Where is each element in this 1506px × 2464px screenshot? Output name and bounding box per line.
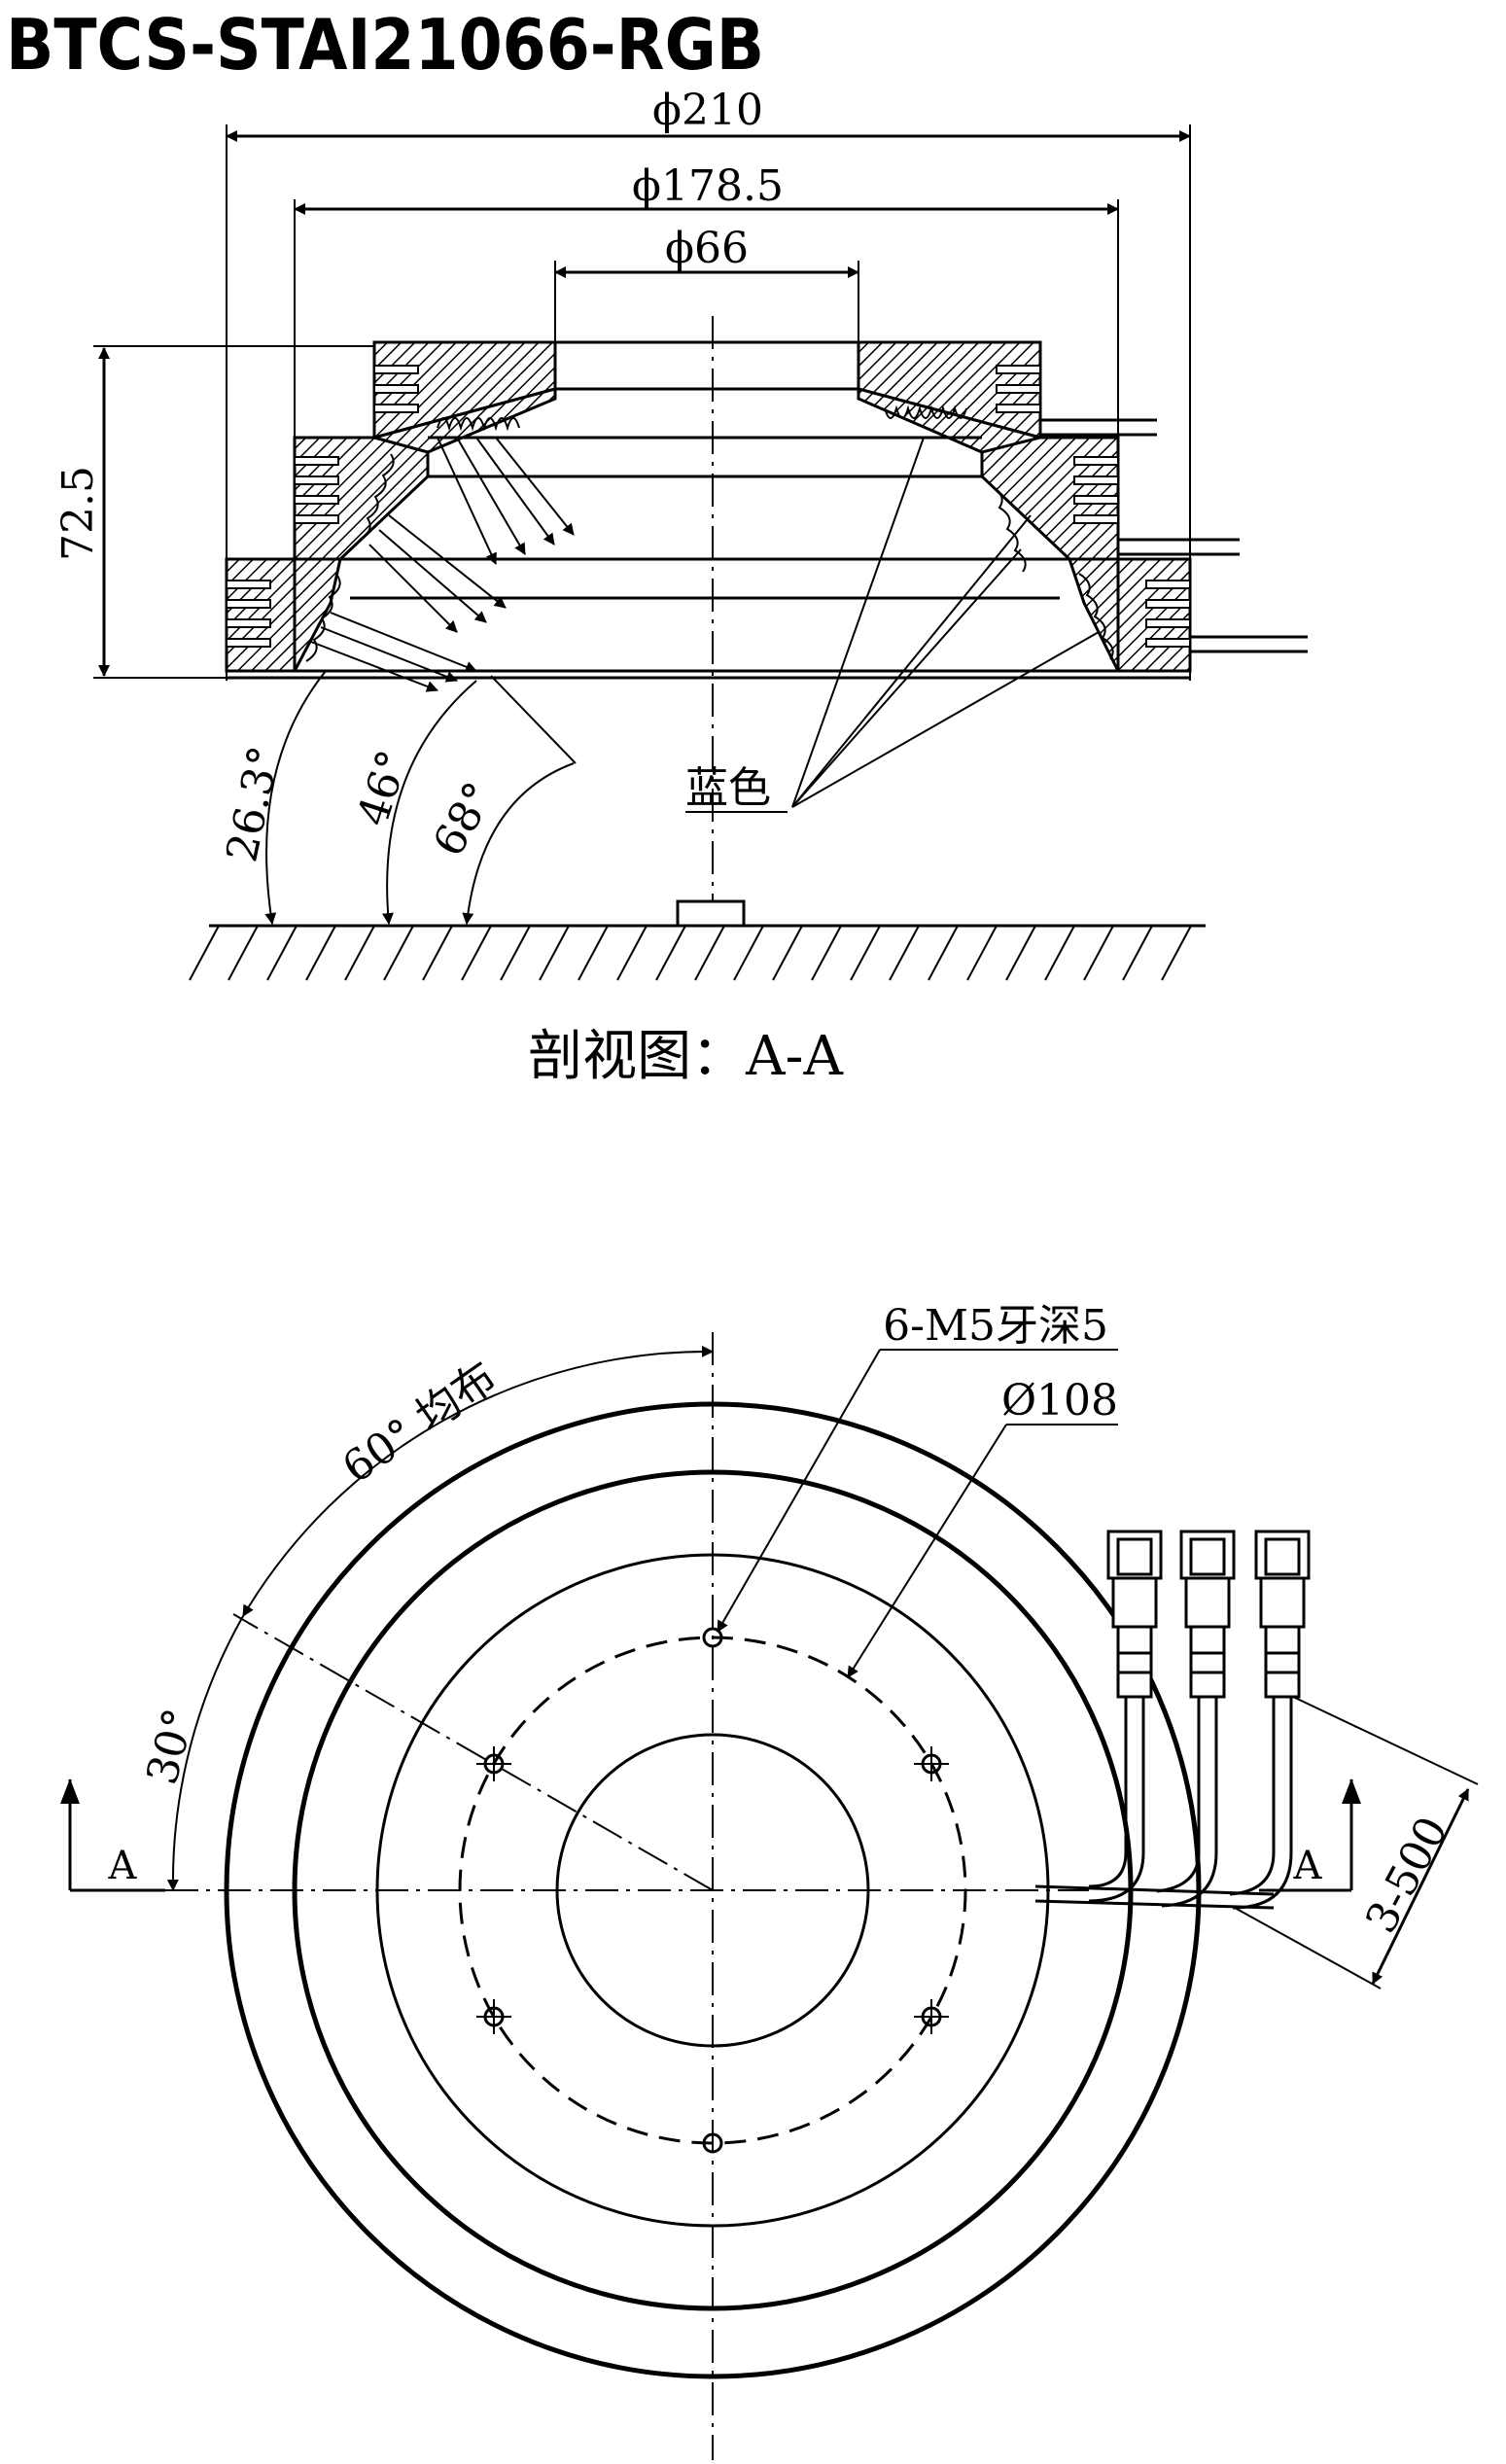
dim-inner-diameter: ϕ66	[554, 224, 859, 346]
section-caption: 剖视图：A-A	[528, 1025, 843, 1088]
connector-3	[1254, 1530, 1311, 1699]
dim-height: 72.5	[53, 345, 389, 679]
lens-plates	[227, 340, 1190, 680]
section-marker-right: A	[1259, 1778, 1361, 1892]
mid-diameter-label: ϕ178.5	[632, 161, 784, 211]
section-mark-left-label: A	[108, 1844, 138, 1888]
angle-guide-line	[232, 1613, 714, 1891]
cable-length-label: 3-500	[1356, 1809, 1458, 1941]
hole-lower-left	[476, 1999, 511, 2034]
hole-bottom	[702, 2132, 723, 2154]
angle-label-3: 68°	[424, 774, 505, 864]
center-aperture	[555, 1733, 870, 2048]
housing-section	[225, 340, 1192, 673]
angle-dimensions: 26.3° 46° 68°	[217, 670, 577, 925]
plan-leaders	[717, 1349, 1118, 1678]
drawing-title: BTCS-STAI21066-RGB	[6, 4, 765, 86]
height-label: 72.5	[53, 466, 103, 561]
bolt-circle	[458, 1636, 967, 2145]
section-mark-right-label: A	[1293, 1844, 1323, 1888]
thread-label: 6-M5牙深5	[883, 1301, 1108, 1351]
offset-angle-label: 30°	[137, 1704, 204, 1790]
connector-1	[1106, 1530, 1163, 1699]
section-view: ϕ210 ϕ178.5 ϕ66 72.5	[53, 86, 1308, 1088]
ground-surface	[189, 899, 1206, 981]
spacing-arc	[242, 1345, 714, 1617]
led-coils	[305, 405, 1114, 662]
blue-color-label: 蓝色	[685, 763, 771, 813]
section-cables	[1040, 418, 1308, 653]
hole-lower-right	[914, 1999, 949, 2034]
heat-sink-fins	[226, 365, 1191, 648]
blue-leaders	[791, 437, 1100, 808]
plan-view: 60° 均布 30° 6-M5牙深5 Ø108 A A	[60, 1301, 1479, 2460]
section-marker-left: A	[60, 1778, 165, 1892]
cable-bundle	[1034, 1530, 1311, 1910]
bolt-circle-label: Ø108	[1001, 1376, 1118, 1426]
hole-upper-right	[914, 1746, 949, 1781]
connector-2	[1179, 1530, 1236, 1699]
hole-top	[702, 1627, 723, 1648]
offset-arc	[166, 1615, 244, 1891]
light-rays	[310, 437, 575, 692]
cable-length-dimension: 3-500	[1234, 1696, 1479, 1989]
dim-outer-diameter: ϕ210	[226, 86, 1191, 681]
inner-diameter-label: ϕ66	[665, 224, 749, 273]
outer-diameter-label: ϕ210	[652, 86, 763, 135]
spacing-label: 60° 均布	[333, 1353, 506, 1494]
angle-label-2: 46°	[348, 745, 419, 832]
angle-label-1: 26.3°	[217, 742, 290, 866]
dim-mid-diameter: ϕ178.5	[294, 161, 1119, 438]
